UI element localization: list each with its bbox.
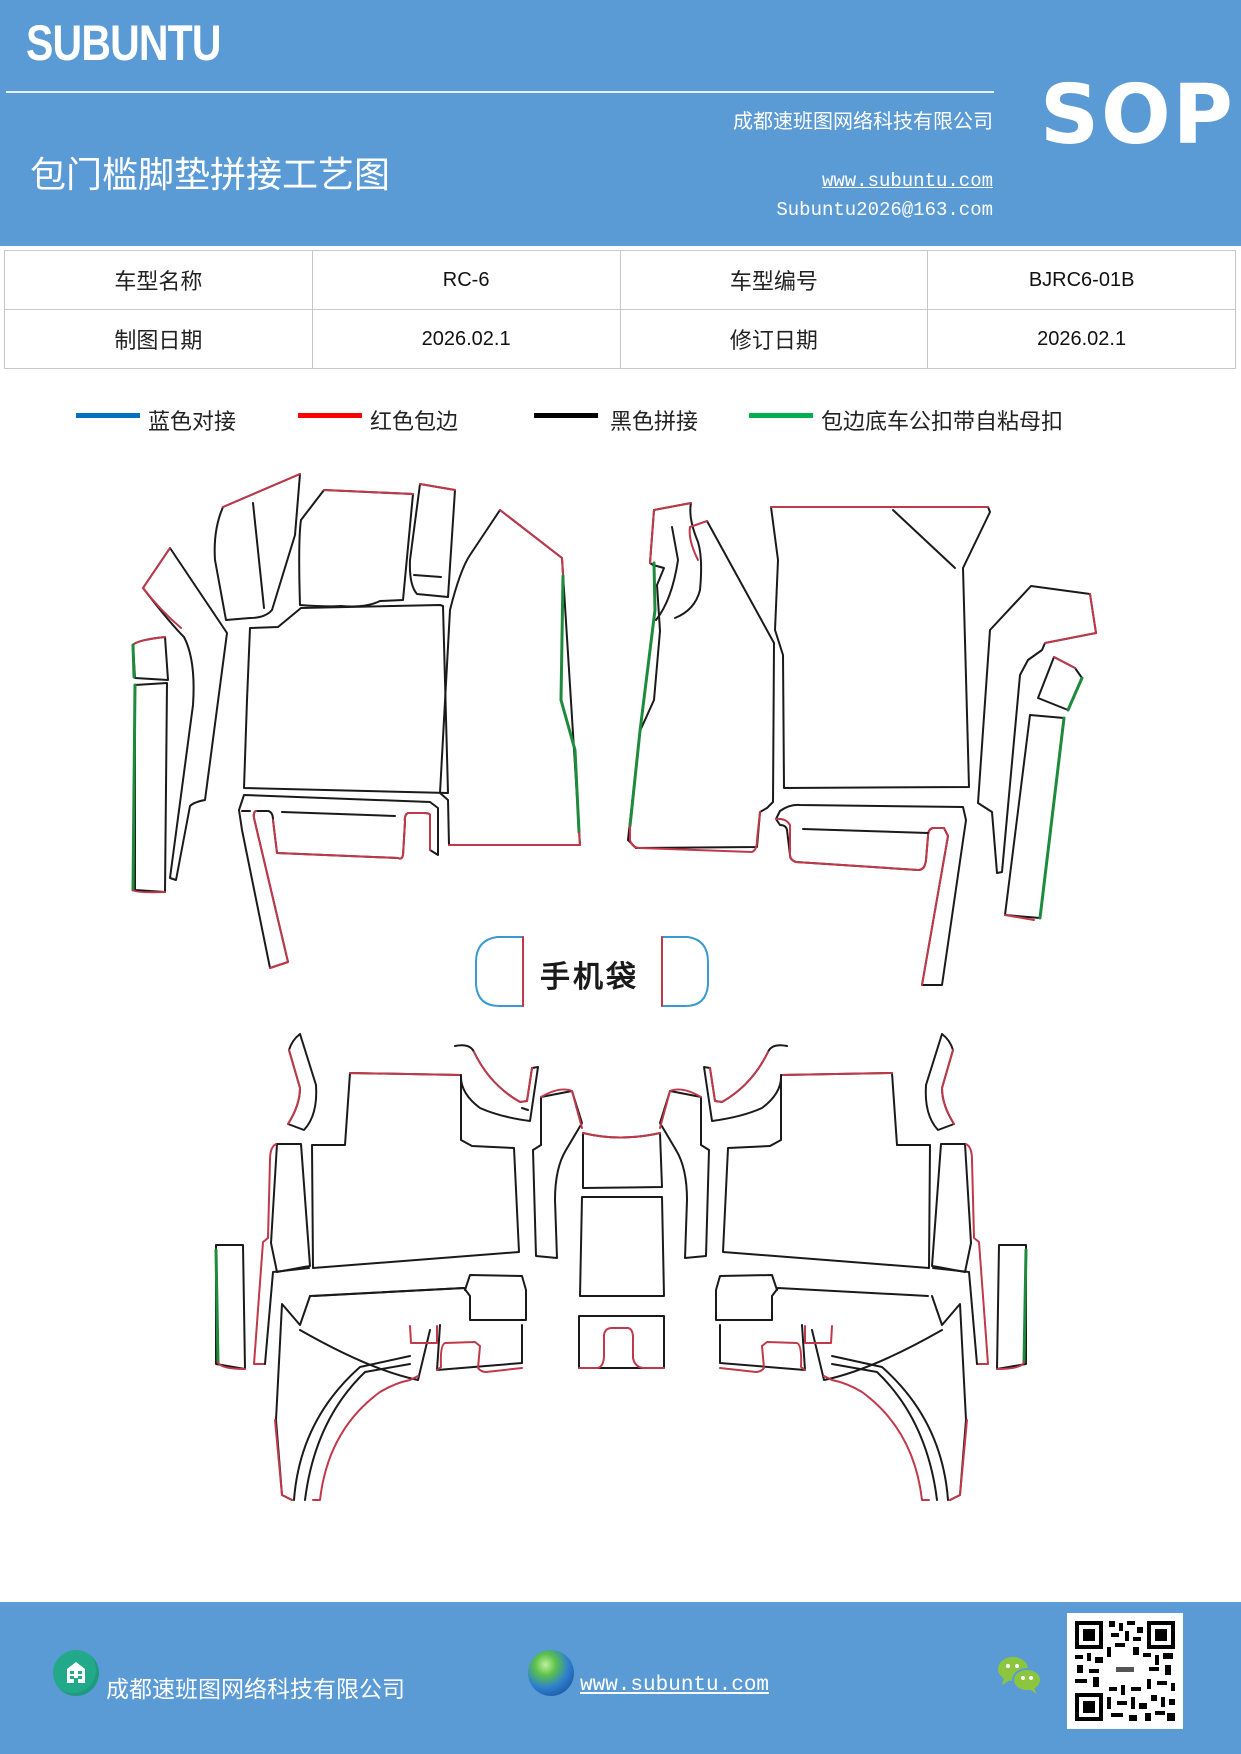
header-divider [6,91,994,93]
red-swatch [298,412,362,418]
revision-date-value: 2026.02.1 [927,309,1236,369]
wechat-icon [996,1654,1044,1696]
footer-website-link[interactable]: www.subuntu.com [580,1674,770,1697]
lower-left-mat-group [214,1033,583,1501]
drawing-date-label: 制图日期 [4,309,313,369]
table-row: 制图日期 2026.02.1 修订日期 2026.02.1 [4,309,1236,369]
table-row: 车型名称 RC-6 车型编号 BJRC6-01B [4,250,1236,310]
blue-swatch [76,412,140,418]
upper-right-mat-group [627,502,1097,986]
header-banner: SUBUNTU 包门槛脚垫拼接工艺图 成都速班图网络科技有限公司 www.sub… [0,0,1241,246]
black-swatch [534,412,598,418]
upper-left-mat-group [131,473,581,969]
model-code-label: 车型编号 [619,250,929,310]
website-link[interactable]: www.subuntu.com [821,170,993,192]
model-code-value: BJRC6-01B [927,250,1236,310]
email-address: Subuntu2026@163.com [776,199,993,221]
mat-stitching-diagram: 手机袋 [0,460,1241,1520]
footer-company-name: 成都速班图网络科技有限公司 [106,1677,405,1703]
legend-label: 黑色拼接 [610,410,699,435]
legend-label: 包边底车公扣带自粘母扣 [821,410,1064,435]
legend-label: 红色包边 [370,410,459,435]
building-icon [53,1650,99,1696]
legend-item-blue: 蓝色对接 [76,402,236,438]
globe-icon [528,1650,574,1696]
model-name-label: 车型名称 [4,250,313,310]
lower-right-mat-group [659,1033,1028,1501]
brand-logo: SUBUNTU [26,15,222,71]
revision-date-label: 修订日期 [619,309,929,369]
drawing-date-value: 2026.02.1 [311,309,621,369]
page-title: 包门槛脚垫拼接工艺图 [30,155,391,196]
legend-label: 蓝色对接 [148,410,237,435]
lower-center-mat-group [578,1132,665,1369]
vehicle-info-table: 车型名称 RC-6 车型编号 BJRC6-01B 制图日期 2026.02.1 … [4,250,1236,369]
phone-bag-diagram [475,936,709,1007]
qr-code[interactable] [1067,1613,1183,1729]
legend-item-red: 红色包边 [298,402,458,438]
legend-item-black: 黑色拼接 [534,402,698,438]
phone-bag-label: 手机袋 [540,960,639,995]
green-swatch [749,412,813,418]
company-name: 成都速班图网络科技有限公司 [733,109,993,133]
footer-banner: 成都速班图网络科技有限公司 www.subuntu.com [0,1602,1241,1754]
model-name-value: RC-6 [311,250,621,310]
legend-item-green: 包边底车公扣带自粘母扣 [749,402,1063,438]
doc-type-badge: SOP [1040,68,1235,163]
